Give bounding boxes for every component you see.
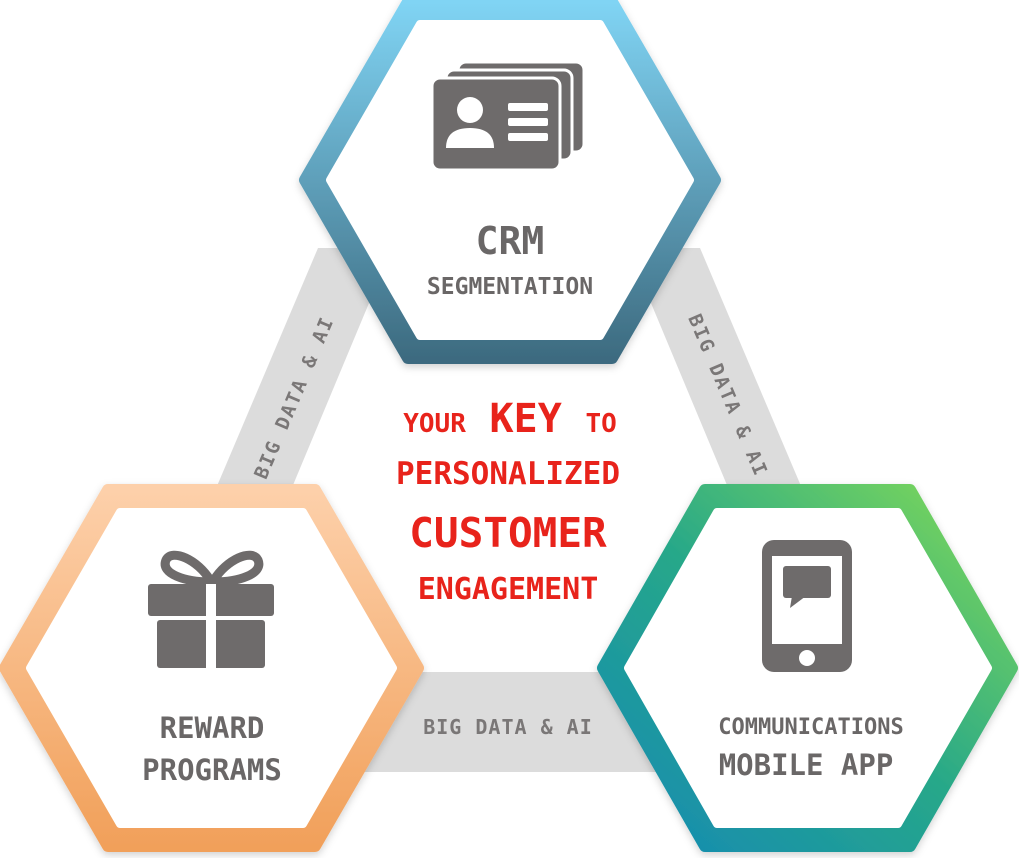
tagline-line3: CUSTOMER <box>409 509 607 557</box>
bottom-connector-label: BIG DATA & AI <box>423 715 593 739</box>
comms-line2: MOBILE APP <box>719 748 894 782</box>
tagline-line2: PERSONALIZED <box>396 456 620 492</box>
crm-node <box>299 0 721 364</box>
bottom-band <box>330 672 690 772</box>
gift-icon <box>148 550 274 668</box>
contact-cards-icon <box>430 60 586 172</box>
reward-line1: REWARD <box>160 711 265 745</box>
comms-line1: COMMUNICATIONS <box>718 715 903 740</box>
tagline-to: TO <box>585 409 616 439</box>
crm-subtitle: SEGMENTATION <box>427 274 593 300</box>
tagline-key: KEY <box>490 396 562 442</box>
tagline-your: YOUR <box>403 409 466 439</box>
left-band <box>192 248 392 545</box>
crm-hexagon-fill <box>326 20 694 340</box>
center-tagline: YOUR KEY TO PERSONALIZED CUSTOMER ENGAGE… <box>396 396 620 607</box>
mobile-chat-icon <box>762 540 852 672</box>
tagline-line1: YOUR KEY TO <box>403 396 617 442</box>
reward-line2: PROGRAMS <box>142 753 282 787</box>
right-band <box>628 248 826 545</box>
crm-title: CRM <box>476 219 545 263</box>
tagline-line4: ENGAGEMENT <box>418 572 599 607</box>
connector-bands <box>192 248 826 772</box>
